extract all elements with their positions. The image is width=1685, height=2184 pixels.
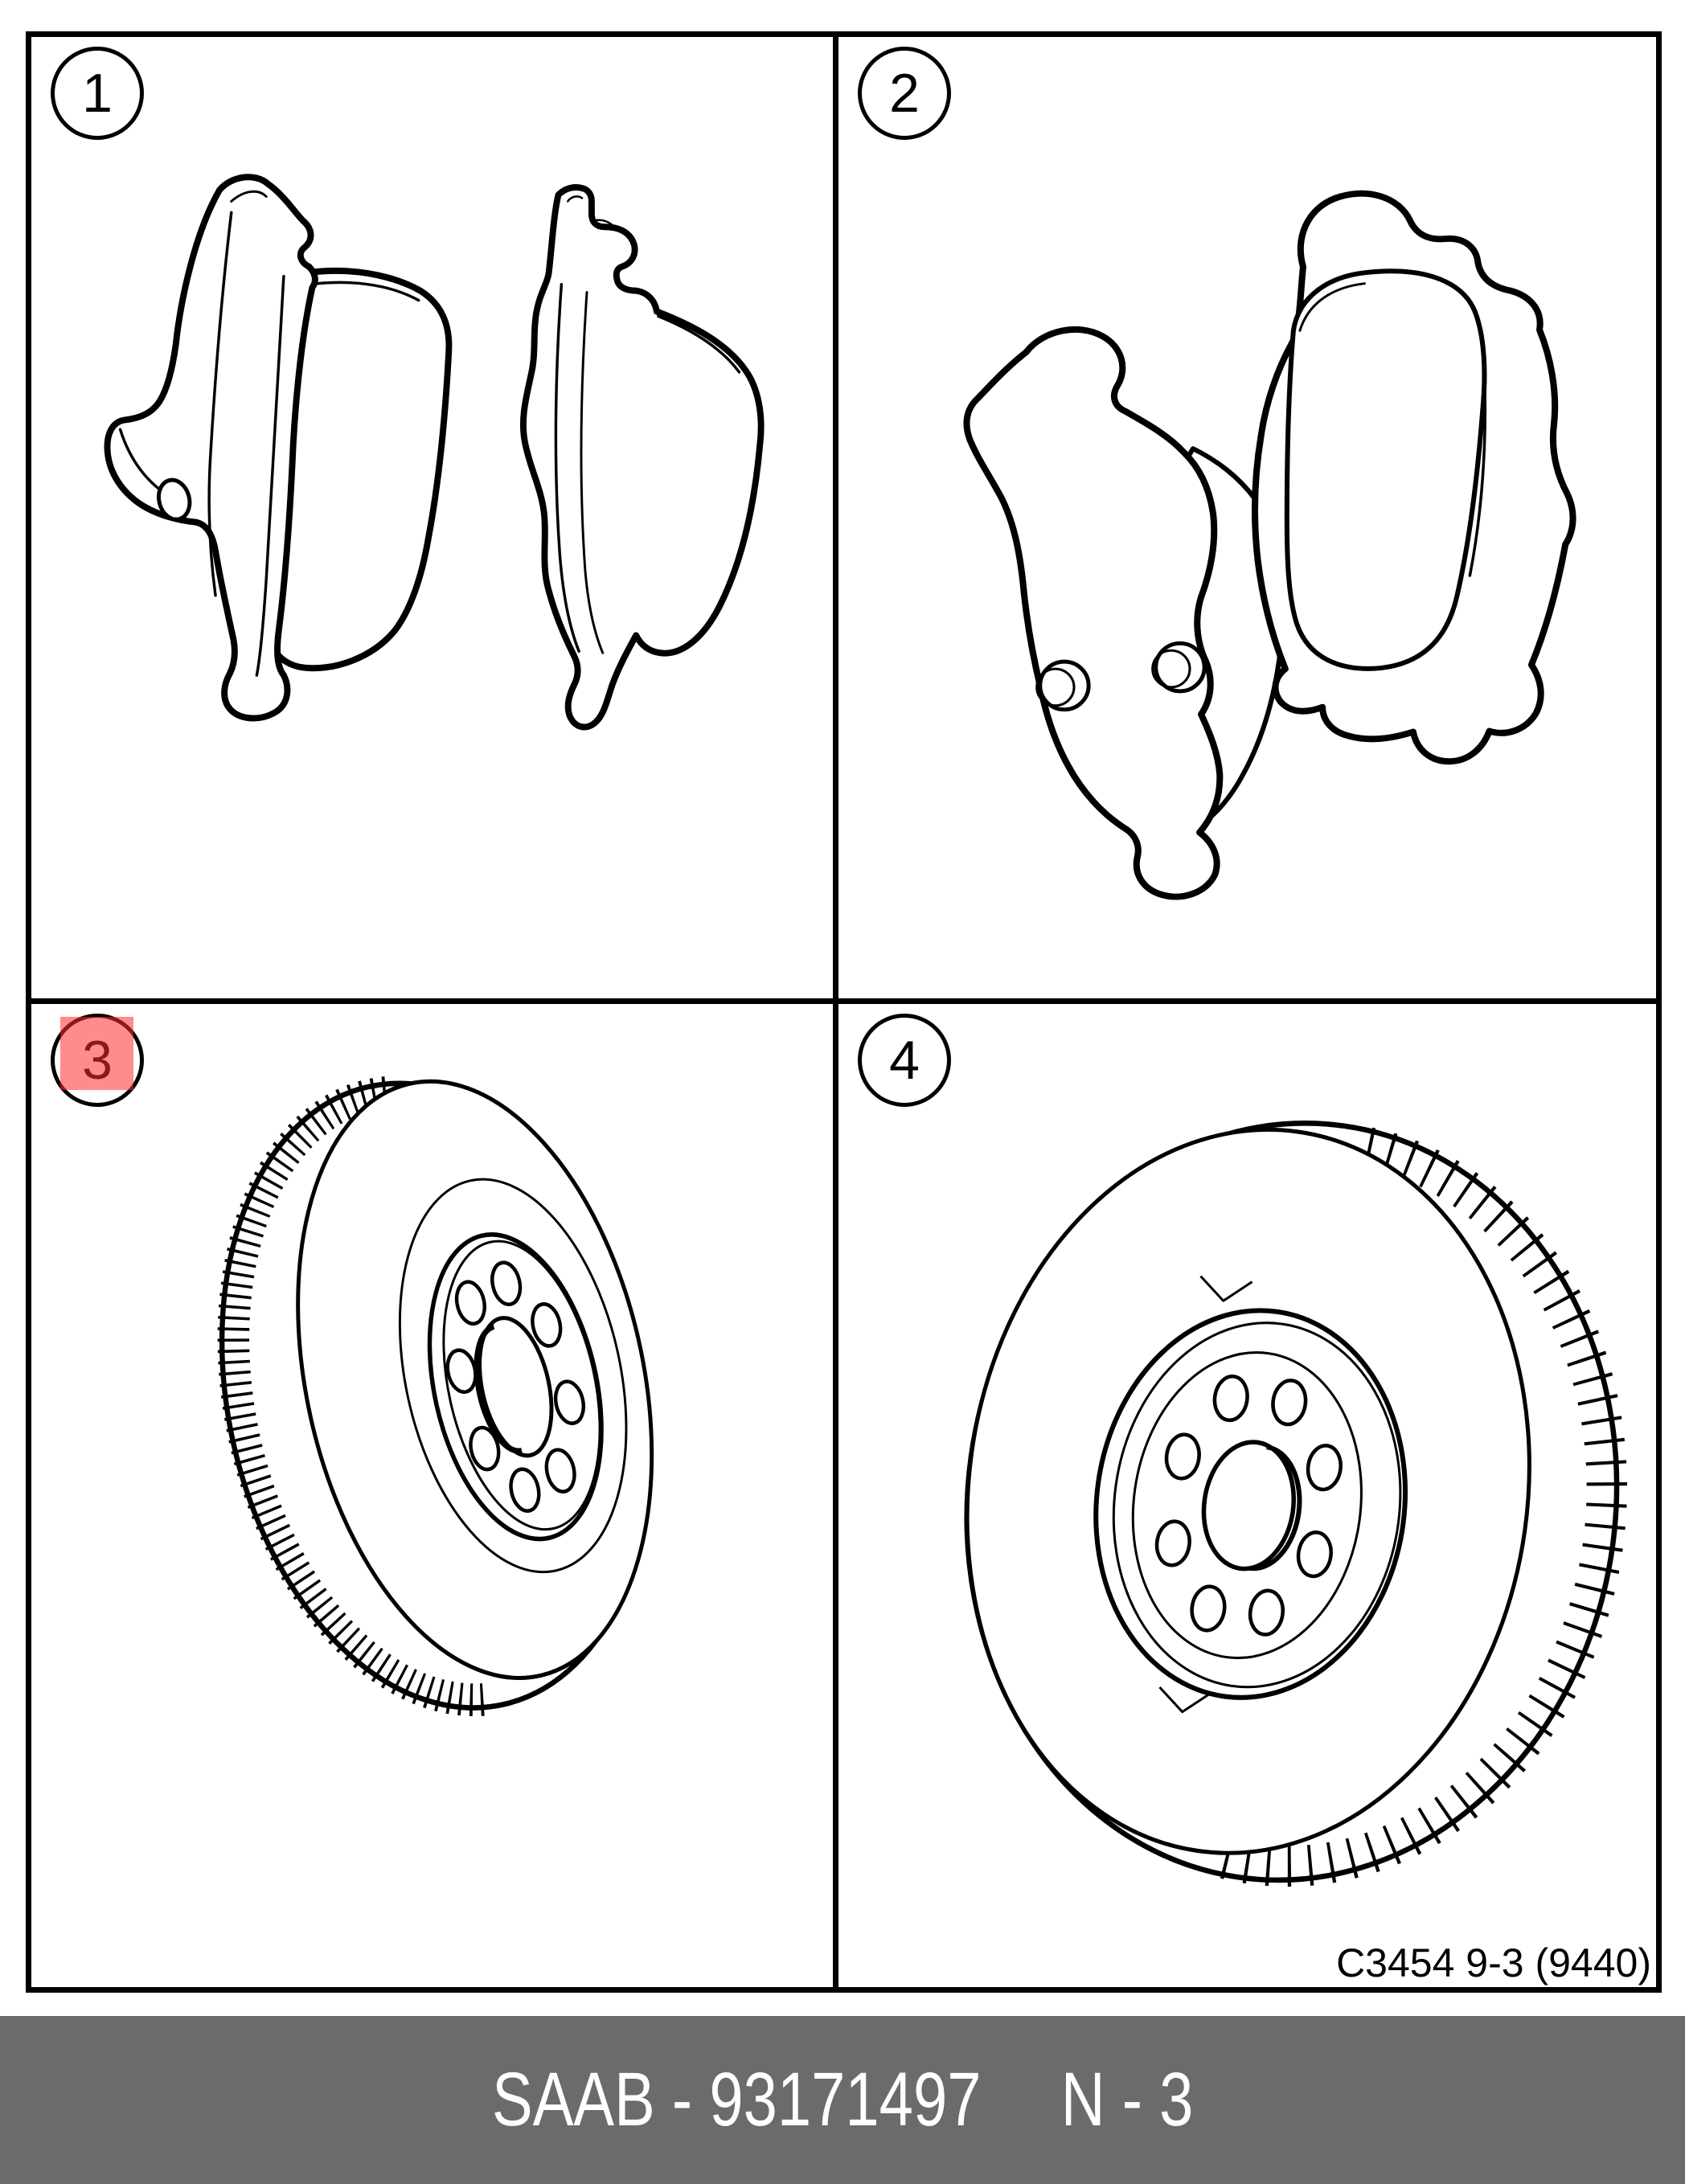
front-brake-disc-drawing [217,1076,654,1716]
rear-brake-disc-drawing [964,1121,1627,1887]
callout-1-number: 1 [82,63,113,124]
diagram-frame: 1 [26,31,1662,1993]
footer-part-number: SAAB - 93171497 [491,2057,982,2142]
footer-page-ref: N - 3 [1060,2057,1194,2142]
callout-2[interactable]: 2 [858,47,951,140]
callout-4-number: 4 [889,1030,920,1091]
drawing-reference: C3454 9-3 (9440) [1336,1940,1651,1985]
brake-disc [217,1076,654,1716]
left-brake-pad [104,174,453,722]
panel-rear-brake-pads[interactable]: 2 [838,37,1656,1004]
callout-4[interactable]: 4 [858,1014,951,1107]
front-brake-pads-drawing [104,174,765,731]
panel-front-brake-disc[interactable]: 3 [31,1004,838,1987]
right-brake-pad [1252,190,1576,765]
left-brake-pad [963,326,1286,900]
callout-2-number: 2 [889,63,920,124]
panel-front-brake-pads[interactable]: 1 [31,37,838,1004]
footer-bar: SAAB - 93171497 N - 3 [0,2016,1685,2184]
callout-1[interactable]: 1 [51,47,144,140]
rear-brake-pads-drawing [963,190,1576,900]
panel-rear-brake-disc[interactable]: 4 C3454 9-3 (9440) [838,1004,1656,1987]
selection-highlight [60,1017,133,1090]
right-brake-pad [520,184,765,731]
footer-text: SAAB - 93171497 N - 3 [492,2062,1193,2138]
brake-disc [964,1121,1627,1887]
